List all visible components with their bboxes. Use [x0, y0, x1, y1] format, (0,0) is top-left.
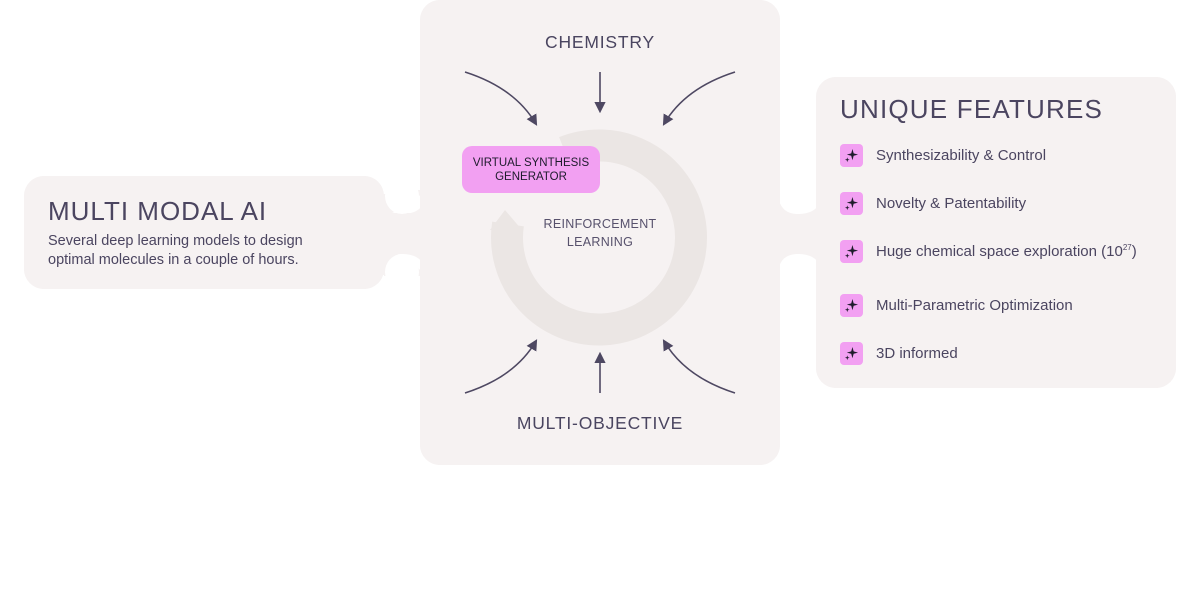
feature-item: Huge chemical space exploration (1027): [840, 239, 1137, 263]
sparkle-icon: [840, 239, 863, 263]
feature-label: Synthesizability & Control: [876, 146, 1047, 164]
multi-objective-label: MULTI-OBJECTIVE: [516, 413, 684, 433]
sparkle-icon: [840, 191, 863, 215]
sparkle-icon: [840, 341, 863, 365]
reinforcement-label-line1: REINFORCEMENT: [543, 217, 657, 231]
right-bite-bottom: [781, 254, 815, 290]
chemistry-label: CHEMISTRY: [545, 32, 655, 52]
feature-label: 3D informed: [876, 344, 958, 362]
sparkle-icon: [840, 143, 863, 167]
unique-features-title: UNIQUE FEATURES: [840, 94, 1104, 124]
virtual-synthesis-generator-badge: VIRTUAL SYNTHESIS GENERATOR: [462, 146, 600, 193]
feature-label: Novelty & Patentability: [876, 194, 1027, 212]
left-bite-bottom: [385, 254, 419, 290]
cycle-ring-head: [490, 210, 522, 230]
arrow-bottom-right: [662, 339, 736, 394]
feature-item: Synthesizability & Control: [840, 143, 1046, 167]
left-bite-top: [385, 178, 419, 214]
cycle-ring: [491, 129, 707, 346]
arrow-top-left: [464, 71, 538, 126]
arrow-bottom-left: [464, 339, 538, 394]
reinforcement-label-line2: LEARNING: [566, 235, 634, 249]
left-card-title: MULTI MODAL AI: [48, 196, 268, 226]
left-card-description: Several deep learning models to design o…: [48, 233, 303, 268]
feature-item: Novelty & Patentability: [840, 191, 1026, 215]
sparkle-icon: [840, 293, 863, 317]
arrow-top-right: [662, 71, 736, 126]
feature-exponent: 27: [1122, 242, 1132, 252]
feature-label-text: Huge chemical space exploration (10: [876, 242, 1123, 260]
feature-label: Multi-Parametric Optimization: [876, 296, 1073, 314]
feature-item: Multi-Parametric Optimization: [840, 293, 1073, 317]
feature-label: Huge chemical space exploration (1027): [876, 243, 1137, 260]
feature-label-suffix: ): [1131, 242, 1137, 260]
right-bite-top: [781, 178, 815, 214]
feature-item: 3D informed: [840, 341, 958, 365]
reinforcement-learning-label: REINFORCEMENT LEARNING: [540, 215, 660, 251]
virtual-synthesis-generator-label: VIRTUAL SYNTHESIS GENERATOR: [472, 156, 590, 183]
